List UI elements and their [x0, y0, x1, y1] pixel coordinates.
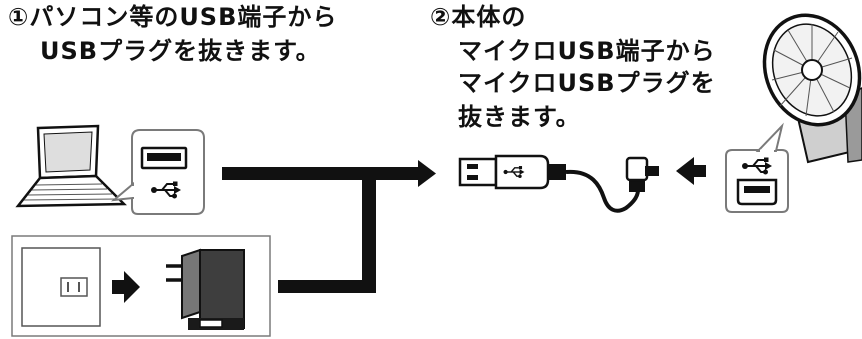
step2-instruction-line3: マイクロUSBプラグを [458, 69, 716, 97]
connection-lines [222, 160, 436, 293]
step1-instruction-line2: USBプラグを抜きます。 [40, 37, 321, 65]
step2-instruction-line2: マイクロUSB端子から [458, 37, 716, 65]
ac-adapter-panel [11, 235, 271, 337]
fan-micro-usb-port-callout [725, 122, 789, 213]
fan-icon [762, 13, 862, 164]
arrow-right-icon [112, 271, 140, 303]
step1-instruction-line1: ①パソコン等のUSB端子から [8, 3, 338, 31]
step2-instruction-line4: 抜きます。 [458, 103, 581, 131]
wall-outlet-icon [21, 247, 101, 327]
step2-instruction-line1: ②本体の [430, 3, 527, 31]
arrow-left-icon [676, 157, 694, 185]
usb-cable-icon [458, 154, 659, 213]
laptop-usb-port-callout [110, 129, 205, 215]
arrow-right-icon [418, 160, 436, 187]
laptop-icon [15, 124, 127, 208]
arrow-left-tail [692, 165, 706, 177]
ac-adapter-icon [166, 248, 245, 330]
